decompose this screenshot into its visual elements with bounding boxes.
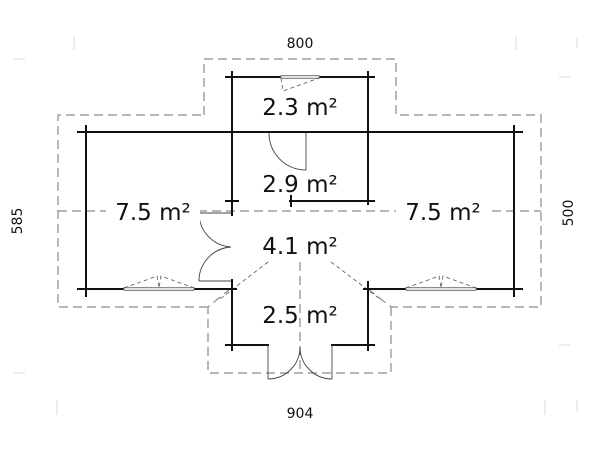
window-top [280,75,320,92]
door-middle-room [268,132,307,171]
room-area-label-hall: 4.1 m² [262,234,338,260]
room-area-label-left: 7.5 m² [115,200,191,226]
room-area-label-top: 2.3 m² [262,95,338,121]
room-area-label-right: 7.5 m² [405,200,481,226]
dimension-left: 585 [10,208,26,235]
door-entrance-double [267,345,333,380]
dimension-right: 500 [561,200,577,227]
dimension-top: 800 [287,36,314,52]
window-left-room [123,275,195,291]
hall-diagonal-left [219,261,269,300]
dimension-bottom: 904 [287,406,314,422]
walls [77,71,523,351]
window-right-room [405,275,477,291]
room-area-label-middle-upper: 2.9 m² [262,172,338,198]
hall-diagonal-right [330,261,381,300]
dimension-ticks [14,37,578,415]
room-area-label-entrance: 2.5 m² [262,303,338,329]
door-left-room-double [198,212,232,282]
